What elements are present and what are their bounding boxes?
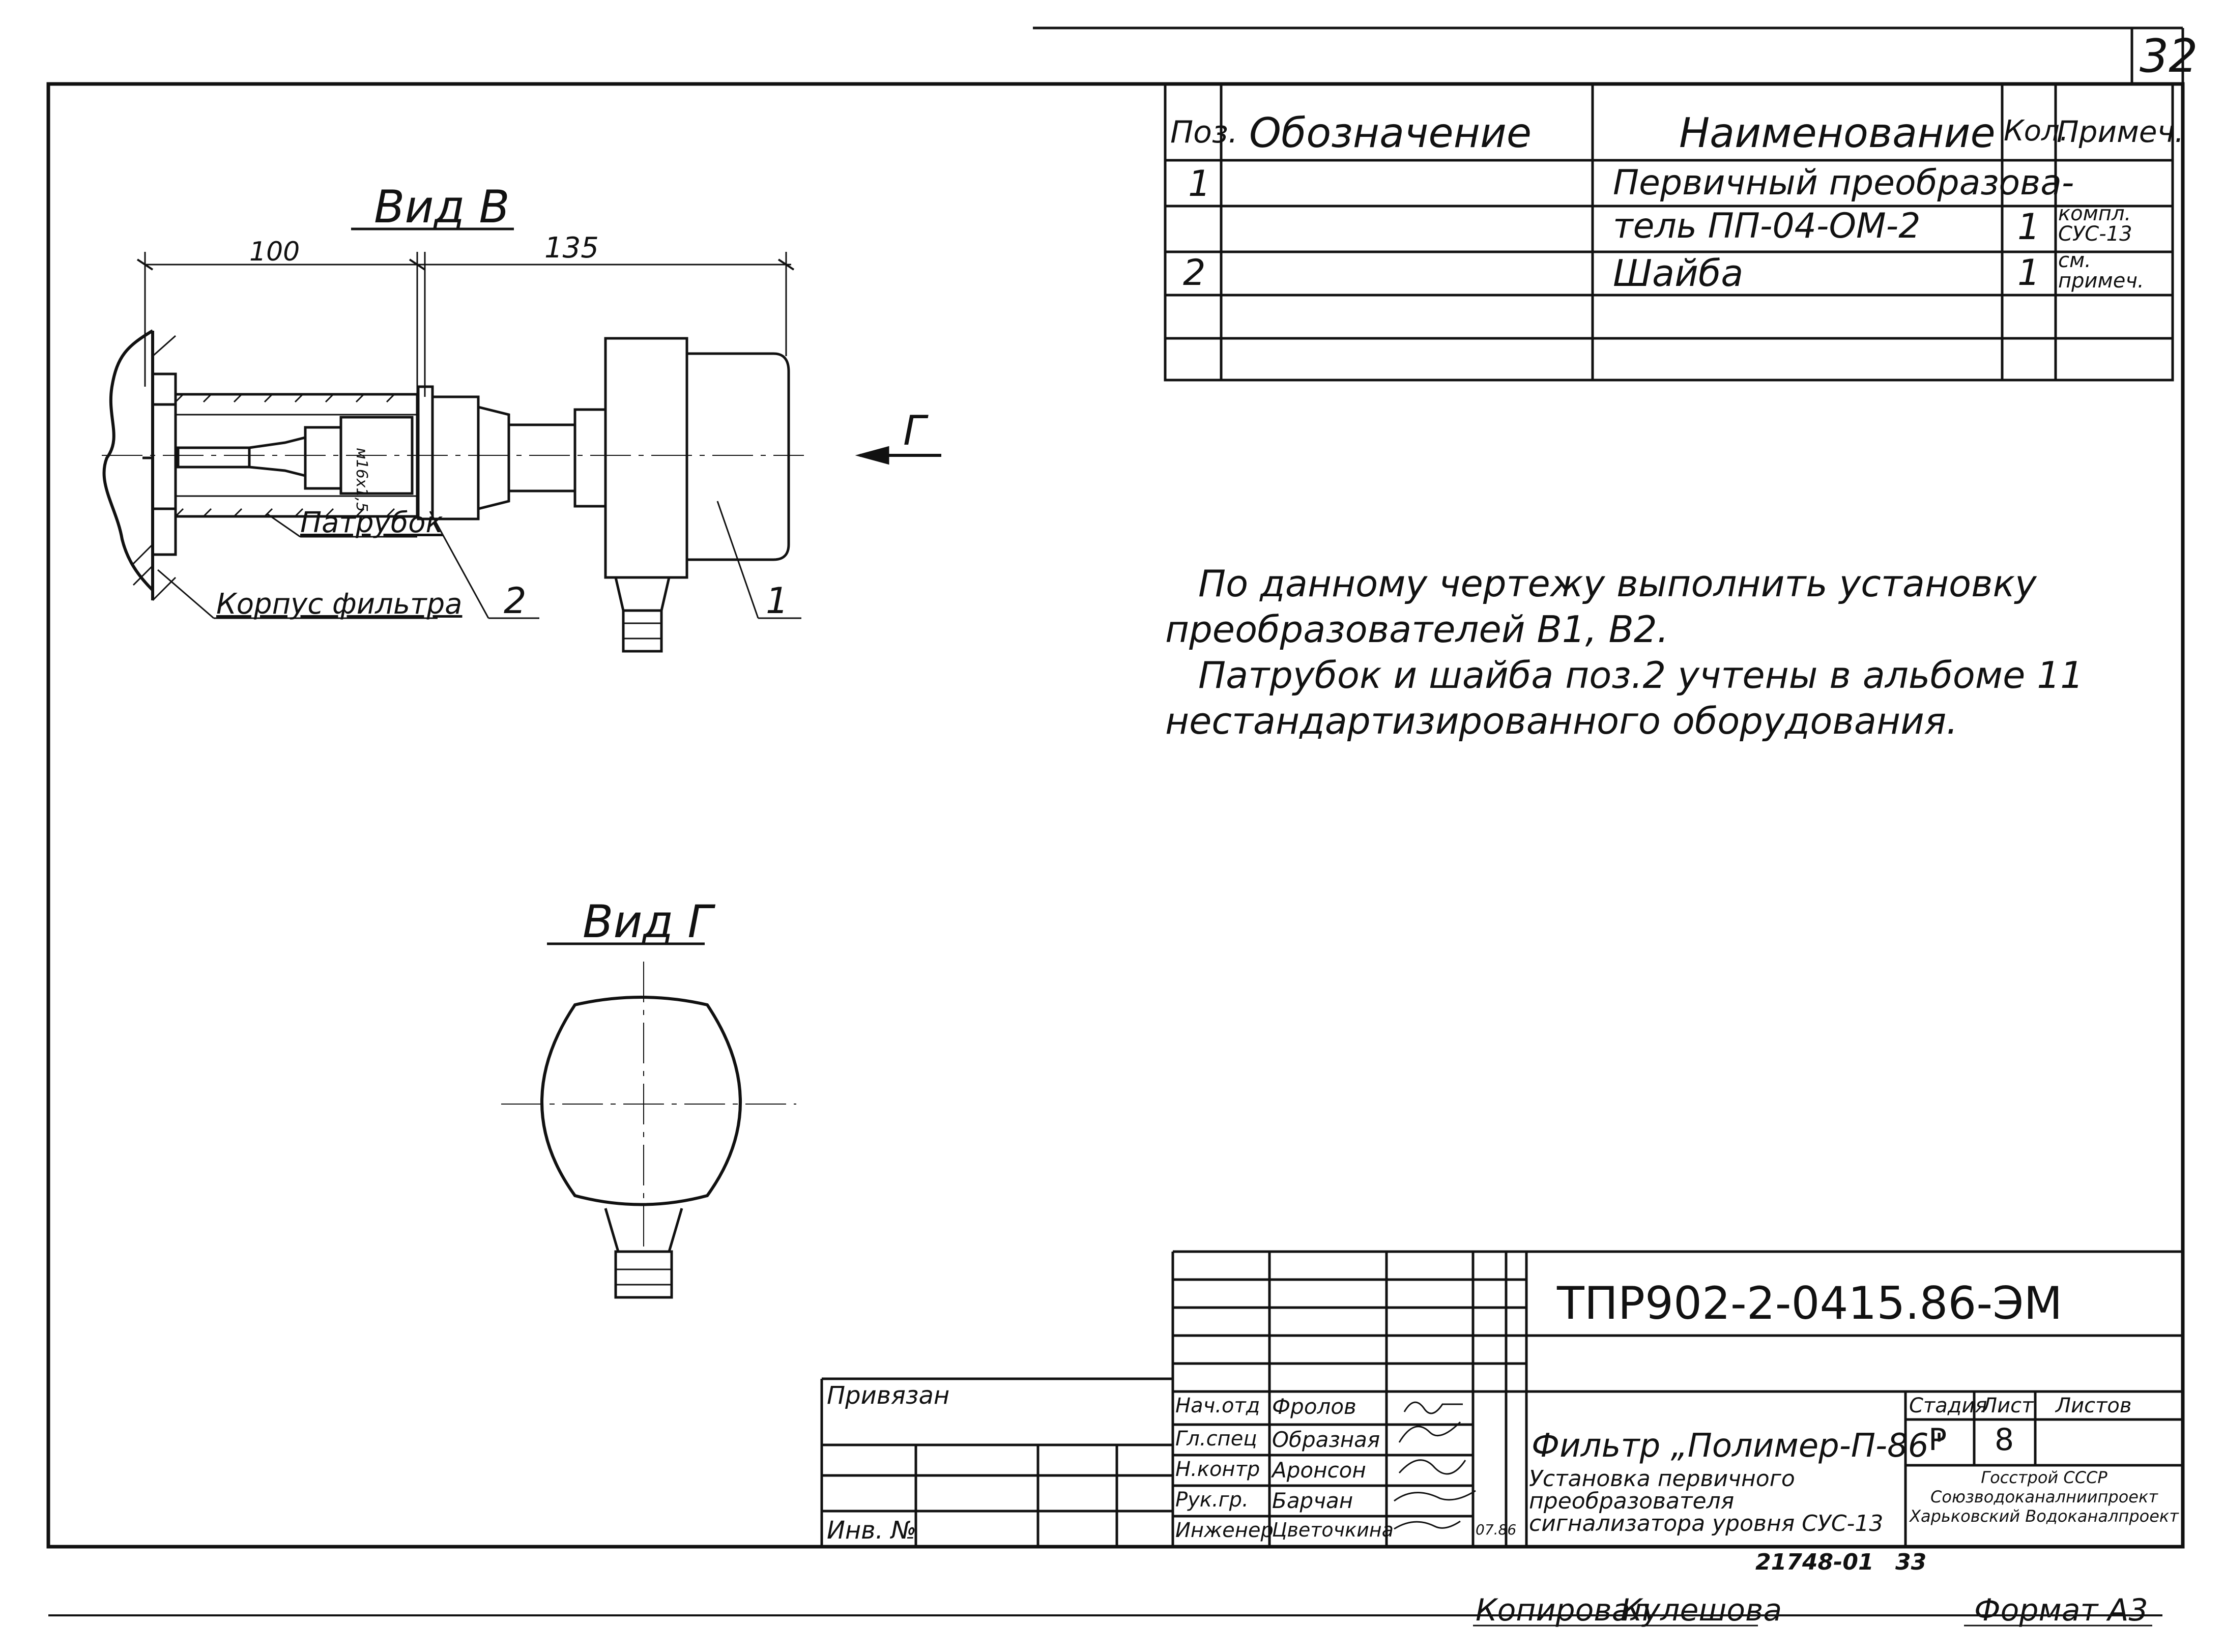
spec-row-2-name: тель ПП-04-ОМ-2 [1613,206,1921,246]
role-2: Гл.спец [1175,1427,1257,1451]
inventory-number-label: Инв. № [827,1516,917,1545]
spec-row-3-qty: 1 [2017,252,2040,294]
note-line-1: По данному чертежу выполнить установку [1198,562,2037,605]
part-mark: м16х1,5 [353,448,370,512]
archive-number: 21748-01 [1755,1549,1874,1575]
spec-header-qty: Кол. [2004,114,2069,148]
callout-2: 2 [504,580,527,622]
dimension-100: 100 [249,237,300,267]
sheet-title: Установка первичного преобразователя сиг… [1529,1466,1884,1537]
spec-row-3-note: см. примеч. [2058,249,2144,293]
spec-row-2-qty: 1 [2017,206,2040,248]
sheet-header: Лист [1982,1394,2034,1417]
footer-copier-name: Кулешова [1621,1592,1782,1628]
spec-row-3-name: Шайба [1613,252,1744,295]
name-1: Фролов [1272,1394,1356,1419]
callout-1: 1 [766,580,789,622]
name-5: Цветочкина [1272,1519,1394,1541]
spec-header-designation: Обозначение [1249,109,1532,157]
view-g-title: Вид Г [583,895,713,948]
spec-row-3-pos: 2 [1183,252,1206,294]
page-number: 33 [1895,1549,1927,1575]
dimension-135: 135 [544,231,599,265]
spec-row-1-name: Первичный преобразова- [1613,163,2074,203]
role-4: Рук.гр. [1175,1488,1249,1512]
role-1: Нач.отд [1175,1394,1260,1417]
label-korpus-filtra: Корпус фильтра [216,588,463,621]
footer-copied-label: Копировал [1476,1592,1650,1628]
project-name: Фильтр „Полимер-П-86" [1532,1427,1944,1465]
sheet-number: 32 [2140,30,2198,83]
note-line-4: нестандартизированного оборудования. [1165,700,1958,742]
spec-header-pos: Поз. [1170,114,1238,150]
privyazan-label: Привязан [827,1381,950,1410]
spec-row-2-note: компл. СУС-13 [2058,202,2132,246]
spec-header-note: Примеч. [2057,114,2184,149]
sheet-value: 8 [1995,1422,2014,1458]
note-line-3: Патрубок и шайба поз.2 учтены в альбоме … [1198,654,2084,697]
stage-value: Р [1928,1422,1947,1458]
organization: Госстрой СССР Союзводоканалниипроект Хар… [1910,1468,2179,1526]
role-3: Н.контр [1175,1458,1260,1481]
document-code: ТПР902-2-0415.86-ЭМ [1557,1277,2063,1329]
name-2: Образная [1272,1427,1380,1452]
sheets-header: Листов [2056,1394,2132,1417]
note-line-2: преобразователей В1, В2. [1165,608,1669,651]
view-b-title: Вид В [374,181,510,233]
footer-format: Формат А3 [1974,1592,2148,1628]
spec-row-1-pos: 1 [1188,163,1211,205]
stage-header: Стадия [1909,1394,1987,1417]
name-4: Барчан [1272,1488,1353,1513]
role-5: Инженер [1175,1519,1274,1542]
date: 07.86 [1476,1521,1517,1538]
name-3: Аронсон [1272,1458,1366,1483]
view-arrow-label: Г [903,407,926,454]
spec-header-name: Наименование [1679,109,1996,157]
label-patrubok: Патрубок [300,506,443,539]
